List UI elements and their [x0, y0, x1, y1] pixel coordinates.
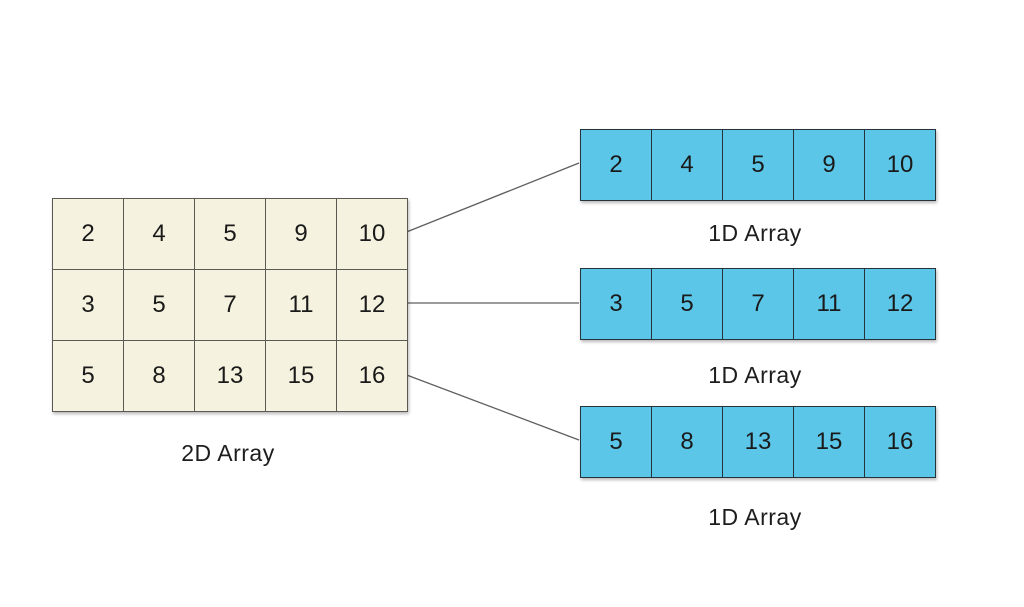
2d-array-cell: 11: [265, 269, 337, 341]
2d-array-cell: 16: [336, 340, 408, 412]
connector-row3-to-array3: [403, 373, 580, 441]
1d-array-label-2: 1D Array: [708, 362, 802, 388]
2d-array-cell: 3: [52, 269, 124, 341]
1d-array-cell: 10: [864, 129, 936, 201]
1d-array-table-1: 2 4 5 9 10: [580, 129, 936, 201]
1d-array-cell: 16: [864, 406, 936, 478]
1d-array-cell: 4: [651, 129, 723, 201]
2d-array-cell: 15: [265, 340, 337, 412]
2d-array-label: 2D Array: [181, 440, 275, 466]
1d-array-row: 2 4 5 9 10: [580, 129, 936, 201]
1d-array-cell: 15: [793, 406, 865, 478]
1d-array-label-3: 1D Array: [708, 504, 802, 530]
1d-array-row: 3 5 7 11 12: [580, 268, 936, 340]
1d-array-cell: 5: [722, 129, 794, 201]
1d-array-table-2: 3 5 7 11 12: [580, 268, 936, 340]
1d-array-row: 5 8 13 15 16: [580, 406, 936, 478]
1d-array-cell: 9: [793, 129, 865, 201]
2d-array-cell: 10: [336, 198, 408, 270]
2d-array-cell: 12: [336, 269, 408, 341]
1d-array-cell: 13: [722, 406, 794, 478]
2d-array-row: 3 5 7 11 12: [52, 269, 408, 341]
2d-array-row: 5 8 13 15 16: [52, 340, 408, 412]
1d-array-cell: 12: [864, 268, 936, 340]
2d-array-cell: 5: [123, 269, 195, 341]
1d-array-cell: 5: [651, 268, 723, 340]
2d-array-cell: 7: [194, 269, 266, 341]
connector-row1-to-array1: [403, 162, 580, 234]
1d-array-table-3: 5 8 13 15 16: [580, 406, 936, 478]
1d-array-cell: 11: [793, 268, 865, 340]
2d-array-cell: 4: [123, 198, 195, 270]
1d-array-cell: 5: [580, 406, 652, 478]
2d-array-cell: 13: [194, 340, 266, 412]
1d-array-cell: 3: [580, 268, 652, 340]
2d-array-row: 2 4 5 9 10: [52, 198, 408, 270]
1d-array-cell: 2: [580, 129, 652, 201]
2d-array-cell: 5: [52, 340, 124, 412]
2d-array-table: 2 4 5 9 10 3 5 7 11 12 5 8 13 15 16: [52, 198, 408, 412]
2d-array-cell: 5: [194, 198, 266, 270]
2d-array-cell: 9: [265, 198, 337, 270]
1d-array-cell: 7: [722, 268, 794, 340]
1d-array-cell: 8: [651, 406, 723, 478]
1d-array-label-1: 1D Array: [708, 220, 802, 246]
2d-array-cell: 2: [52, 198, 124, 270]
2d-array-cell: 8: [123, 340, 195, 412]
